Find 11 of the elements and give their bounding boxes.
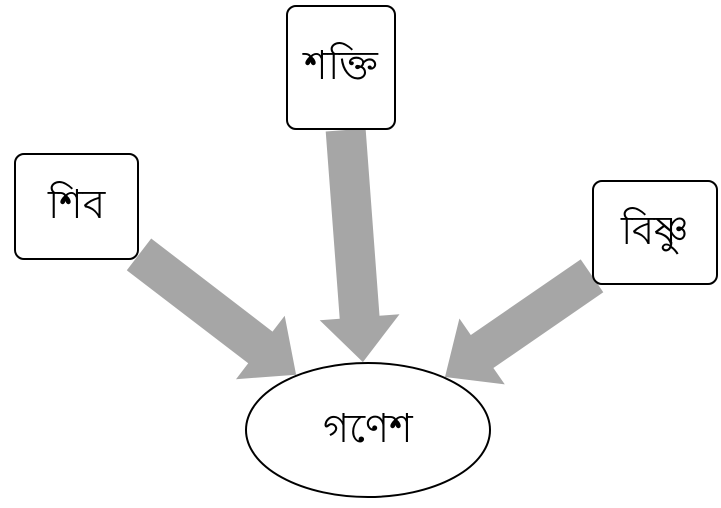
ellipse-node: [245, 362, 491, 498]
rounded-box: [592, 180, 718, 285]
block-arrow: [320, 128, 400, 362]
block-arrow: [126, 238, 296, 380]
rounded-box: [14, 153, 139, 260]
node-label: শক্তি: [304, 41, 378, 91]
rounded-box: [286, 5, 396, 130]
node-label: গণেশ: [323, 404, 413, 454]
node-label: শিব: [48, 180, 105, 230]
block-arrow: [445, 259, 604, 384]
node-label: বিষ্ণু: [621, 206, 689, 256]
